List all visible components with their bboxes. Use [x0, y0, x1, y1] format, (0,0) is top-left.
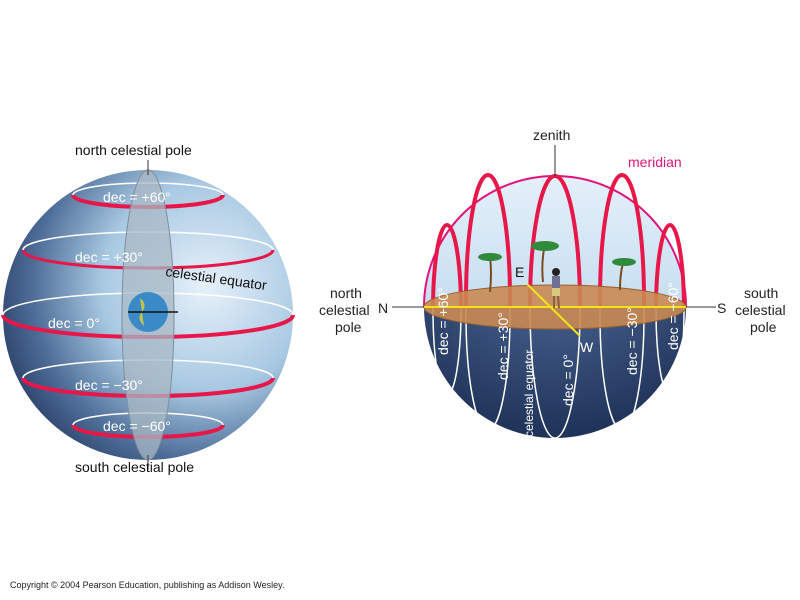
- label-dec-m30: dec = −30°: [624, 307, 640, 375]
- label-N: N: [378, 300, 388, 316]
- label-dec-p30: dec = +30°: [495, 312, 511, 380]
- ground-hemisphere: [424, 307, 686, 438]
- label-south-2: celestial: [735, 302, 786, 318]
- palm-leaves: [478, 241, 636, 266]
- label-dec-p30: dec = +30°: [75, 249, 143, 265]
- east-west-line: [526, 283, 581, 337]
- label-dec-0: dec = 0°: [560, 354, 576, 406]
- label-dec-p60: dec = +60°: [103, 189, 171, 205]
- label-north-1: north: [330, 285, 362, 301]
- label-south-3: pole: [750, 319, 777, 335]
- copyright-notice: Copyright © 2004 Pearson Education, publ…: [10, 580, 285, 590]
- label-south-celestial-pole: south celestial pole: [75, 459, 194, 475]
- label-meridian: meridian: [628, 154, 682, 170]
- label-dec-m30: dec = −30°: [75, 377, 143, 393]
- label-dec-0: dec = 0°: [48, 315, 100, 331]
- label-dec-m60: dec = −60°: [665, 282, 681, 350]
- right-celestial-sphere: zenith meridian north celestial pole N S…: [319, 127, 786, 439]
- label-dec-p60: dec = +60°: [435, 287, 451, 355]
- label-celestial-equator: celestial equator: [522, 350, 536, 437]
- label-E: E: [515, 264, 524, 280]
- label-south-1: south: [744, 285, 778, 301]
- observer-icon: [552, 268, 560, 309]
- label-dec-m60: dec = −60°: [103, 418, 171, 434]
- label-zenith: zenith: [533, 127, 570, 143]
- label-north-2: celestial: [319, 302, 370, 318]
- label-north-celestial-pole: north celestial pole: [75, 142, 192, 158]
- label-W: W: [580, 339, 594, 355]
- label-S: S: [717, 300, 726, 316]
- left-celestial-sphere: north celestial pole south celestial pol…: [1, 142, 295, 475]
- label-north-3: pole: [335, 319, 362, 335]
